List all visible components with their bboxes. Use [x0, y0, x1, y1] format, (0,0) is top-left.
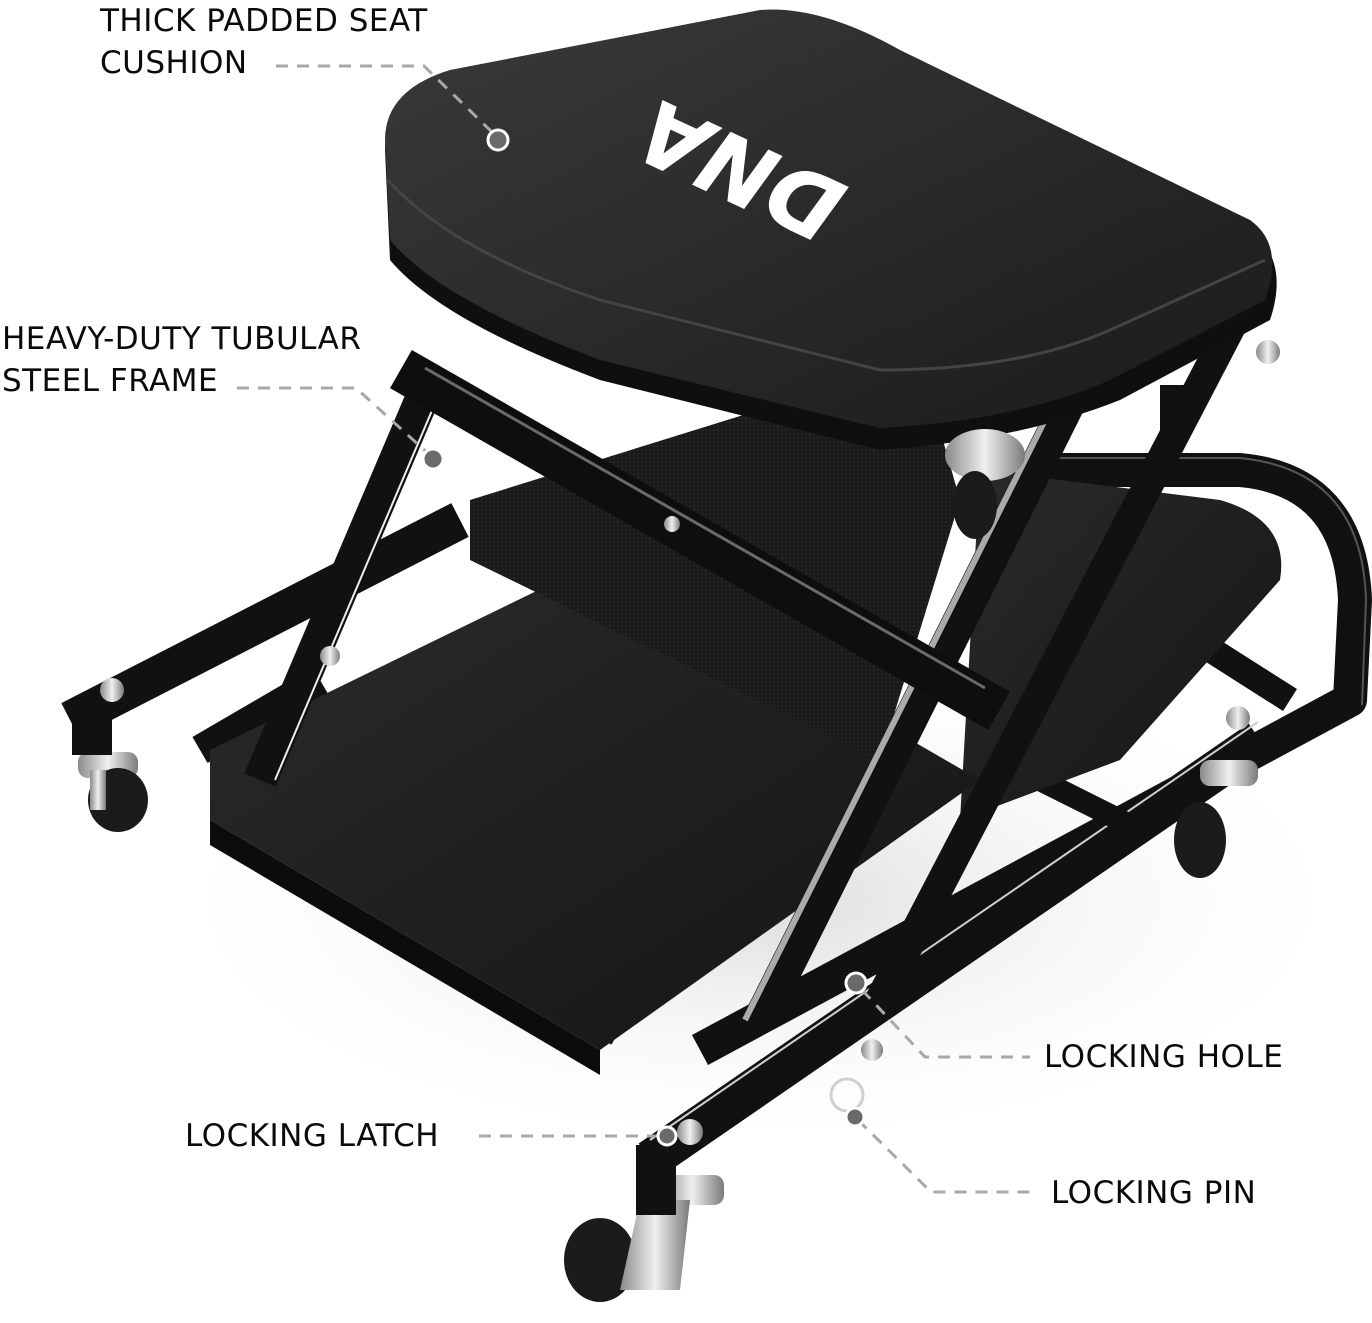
callout-frame-line2: STEEL FRAME: [2, 363, 219, 399]
callout-steel-frame: HEAVY-DUTY TUBULAR STEEL FRAME: [2, 318, 361, 402]
callout-line-hole: [860, 988, 1030, 1059]
caster-seat: [945, 429, 1025, 539]
callout-dot-frame: [421, 447, 445, 471]
callout-locking-hole: LOCKING HOLE: [1044, 1036, 1283, 1078]
casters: [72, 429, 1258, 1302]
base-frame: [61, 453, 1372, 1177]
callout-frame-line1: HEAVY-DUTY TUBULAR: [2, 321, 362, 357]
caster-rear-left: [78, 752, 148, 832]
callout-seat-line1: THICK PADDED SEAT: [100, 3, 428, 39]
seat-cushion: [385, 9, 1277, 450]
callout-dot-latch: [656, 1125, 678, 1147]
callout-dot-pin: [844, 1106, 866, 1128]
callout-hole-line1: LOCKING HOLE: [1044, 1039, 1284, 1075]
caster-rear-right: [1174, 760, 1258, 878]
callout-pin-line1: LOCKING PIN: [1051, 1175, 1257, 1211]
callout-locking-latch: LOCKING LATCH: [185, 1115, 439, 1157]
bolts: [100, 340, 1280, 1145]
scissor-legs: [244, 283, 1264, 1028]
caster-front: [564, 1175, 724, 1302]
callout-line-seat: [276, 64, 499, 139]
callout-lines: [237, 64, 1035, 1194]
callout-dots: [421, 128, 868, 1147]
callout-latch-line1: LOCKING LATCH: [185, 1118, 440, 1154]
callout-dot-hole: [844, 971, 868, 995]
callout-seat-line2: CUSHION: [100, 45, 248, 81]
callout-line-pin: [856, 1118, 1035, 1194]
callout-dot-seat: [486, 128, 510, 152]
callout-locking-pin: LOCKING PIN: [1051, 1172, 1256, 1214]
callout-seat-cushion: THICK PADDED SEAT CUSHION: [100, 0, 428, 84]
